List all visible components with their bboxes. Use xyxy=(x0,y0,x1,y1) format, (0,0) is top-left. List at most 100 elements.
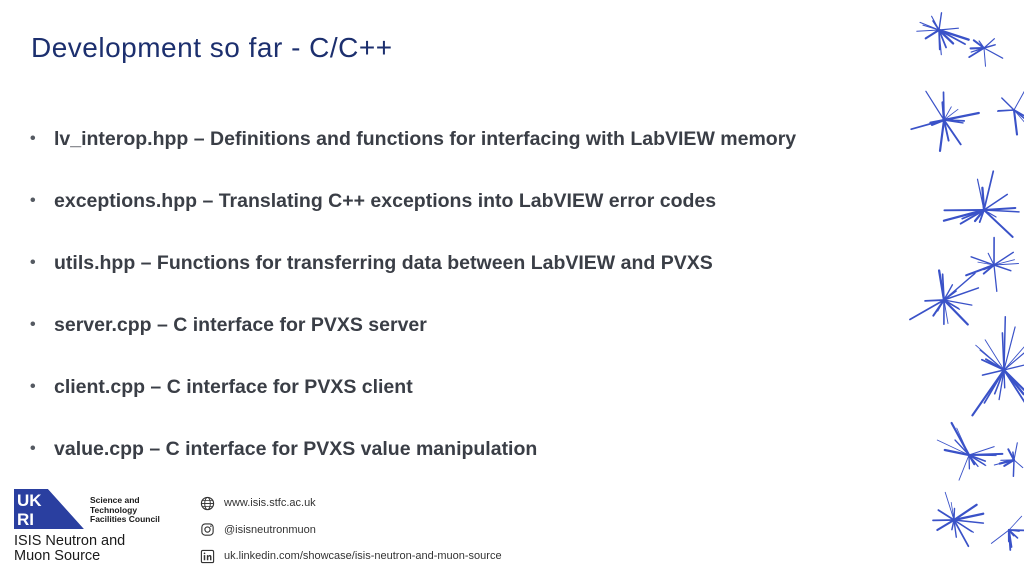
burst-line xyxy=(952,512,985,522)
bullet-text: utils.hpp – Functions for transferring d… xyxy=(54,252,713,274)
particle-burst-decoration xyxy=(909,12,1024,551)
burst-line xyxy=(943,299,949,324)
burst-line xyxy=(1008,529,1013,548)
bullet-item: • exceptions.hpp – Translating C++ except… xyxy=(30,190,910,252)
burst-line xyxy=(936,518,956,532)
bullet-dot: • xyxy=(30,254,36,271)
contact-list: www.isis.stfc.ac.uk @isisneutronmuon uk.… xyxy=(200,490,502,570)
burst-line xyxy=(1008,529,1019,539)
bullet-dot: • xyxy=(30,192,36,209)
bullet-item: • client.cpp – C interface for PVXS clien… xyxy=(30,376,910,438)
svg-text:UK: UK xyxy=(17,491,42,510)
burst-line xyxy=(941,101,946,122)
burst-line xyxy=(1013,459,1024,469)
burst-line xyxy=(970,47,985,53)
burst-line xyxy=(942,208,986,222)
bullet-dot: • xyxy=(30,130,36,147)
burst-line xyxy=(996,109,1015,112)
slide-title: Development so far - C/C++ xyxy=(31,32,393,63)
burst-line xyxy=(938,29,947,49)
burst-line xyxy=(943,119,966,122)
burst-line xyxy=(925,90,945,121)
bullet-text: value.cpp – C interface for PVXS value m… xyxy=(54,438,538,460)
burst-line xyxy=(959,209,985,225)
burst-line xyxy=(938,27,960,31)
contact-linkedin[interactable]: uk.linkedin.com/showcase/isis-neutron-an… xyxy=(200,543,502,570)
burst-line xyxy=(937,28,970,41)
burst-line xyxy=(937,269,946,302)
burst-line xyxy=(942,111,980,122)
burst-line xyxy=(932,299,945,317)
burst-line xyxy=(943,299,961,310)
burst-line xyxy=(956,427,970,456)
burst-line xyxy=(937,28,955,45)
bullet-item: • utils.hpp – Functions for transferring … xyxy=(30,252,910,314)
burst-line xyxy=(993,263,1019,266)
bullet-list: • lv_interop.hpp – Definitions and functi… xyxy=(30,128,910,500)
ukri-logo-icon: UK RI xyxy=(14,489,84,529)
bullet-text: lv_interop.hpp – Definitions and functio… xyxy=(54,128,797,150)
bullet-item: • lv_interop.hpp – Definitions and functi… xyxy=(30,128,910,190)
burst-line xyxy=(1013,90,1024,111)
burst-line xyxy=(953,519,957,538)
burst-line xyxy=(943,284,954,301)
burst-line xyxy=(968,446,995,456)
bullet-text: server.cpp – C interface for PVXS server xyxy=(54,314,427,336)
burst-line xyxy=(993,264,998,292)
bullet-dot: • xyxy=(30,378,36,395)
bullet-dot: • xyxy=(30,440,36,457)
burst-line xyxy=(998,369,1005,401)
burst-line xyxy=(954,439,970,456)
burst-line xyxy=(958,454,970,481)
burst-line xyxy=(1003,352,1024,371)
burst-line xyxy=(993,369,1005,395)
burst-line xyxy=(924,28,941,40)
burst-line xyxy=(943,287,980,301)
burst-line xyxy=(1002,368,1024,396)
contact-website[interactable]: www.isis.stfc.ac.uk xyxy=(200,490,502,517)
burst-line xyxy=(943,106,952,121)
burst-line xyxy=(942,298,969,326)
bullet-text: exceptions.hpp – Translating C++ excepti… xyxy=(54,190,717,212)
burst-line xyxy=(1012,459,1015,478)
burst-line xyxy=(937,509,955,521)
bullet-item: • value.cpp – C interface for PVXS value … xyxy=(30,438,910,500)
burst-line xyxy=(987,252,995,266)
contact-instagram[interactable]: @isisneutronmuon xyxy=(200,517,502,544)
burst-line xyxy=(931,15,940,31)
burst-line xyxy=(943,448,971,457)
burst-line xyxy=(981,369,1005,376)
burst-line xyxy=(983,170,995,211)
burst-line xyxy=(972,39,985,49)
burst-line xyxy=(952,503,978,522)
burst-line xyxy=(1012,451,1015,461)
burst-line xyxy=(924,299,945,302)
burst-line xyxy=(983,47,1004,59)
burst-line xyxy=(983,47,986,67)
burst-line xyxy=(1003,326,1016,371)
council-name: Science and Technology Facilities Counci… xyxy=(90,495,160,524)
bullet-item: •server.cpp – C interface for PVXS serve… xyxy=(30,314,910,376)
svg-text:RI: RI xyxy=(17,510,34,529)
linkedin-icon xyxy=(200,549,215,563)
burst-line xyxy=(943,119,962,146)
globe-icon xyxy=(200,496,215,510)
burst-line xyxy=(984,339,1005,371)
isis-name: ISIS Neutron and Muon Source xyxy=(14,533,126,564)
burst-line xyxy=(982,206,1017,212)
burst-line xyxy=(993,251,1015,266)
burst-line xyxy=(982,264,995,275)
burst-line xyxy=(978,209,985,224)
burst-line xyxy=(1003,316,1007,371)
burst-line xyxy=(983,209,1014,238)
burst-line xyxy=(983,38,996,49)
bullet-text: client.cpp – C interface for PVXS client xyxy=(54,376,413,398)
burst-line xyxy=(983,44,996,49)
burst-line xyxy=(943,108,959,121)
burst-line xyxy=(968,454,979,468)
burst-line xyxy=(938,12,943,31)
burst-line xyxy=(1003,346,1024,371)
burst-line xyxy=(968,47,985,58)
burst-line xyxy=(976,178,985,211)
burst-line xyxy=(980,358,1005,371)
